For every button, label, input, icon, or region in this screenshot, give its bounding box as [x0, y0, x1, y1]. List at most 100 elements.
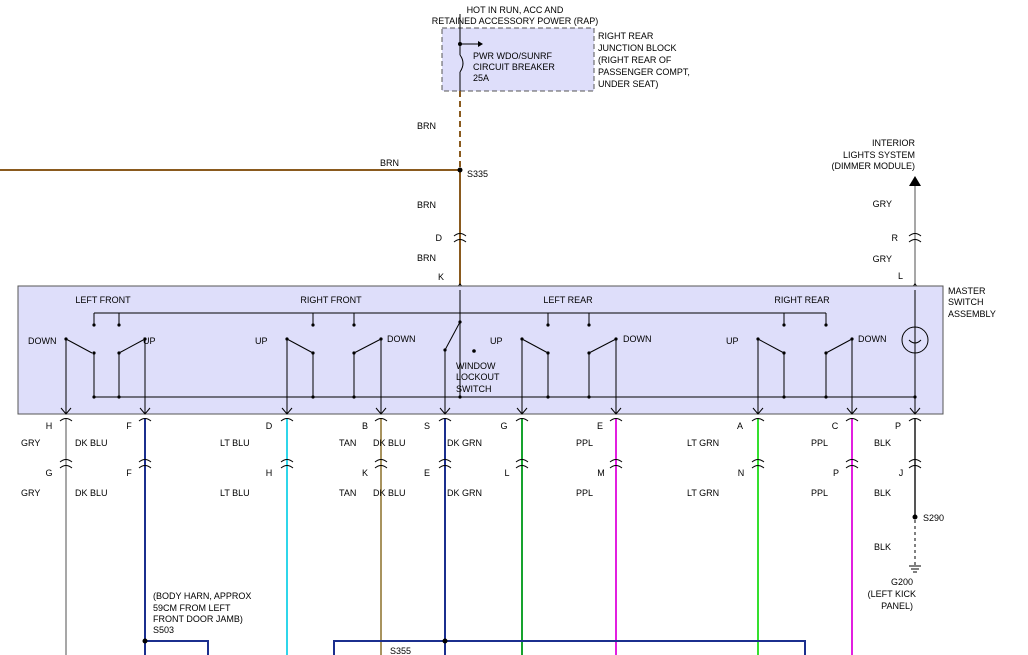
master-switch-box: [17, 285, 944, 415]
lr-up-label: UP: [490, 336, 503, 346]
switch-internal-wiring: [65, 290, 915, 414]
pin-bottom-f: F: [126, 468, 132, 478]
switch-output-lines: [65, 290, 916, 414]
feed-label-2: RETAINED ACCESSORY POWER (RAP): [432, 16, 599, 26]
pin-top-d: D: [266, 421, 273, 431]
pin-top-g: G: [500, 421, 507, 431]
connector-d: [453, 233, 467, 243]
switch-contact-dots: [64, 320, 917, 399]
pin-bottom-k: K: [362, 468, 368, 478]
breaker-label-1: PWR WDO/SUNRF: [473, 51, 552, 61]
dimmer-arrow-icon: [909, 176, 921, 186]
lf-down-label: DOWN: [28, 336, 57, 346]
splice-s290-dot: [912, 514, 918, 520]
master-switch-label-1: MASTER: [948, 286, 986, 296]
illumination-lamp-icon: [901, 326, 929, 354]
pin-bottom-l: L: [504, 468, 509, 478]
ground-label-3: PANEL): [881, 601, 913, 611]
pin-top-b: B: [362, 421, 368, 431]
body-splice-label-1: (BODY HARN, APPROX: [153, 591, 251, 601]
color-bottom-dkgrn: DK GRN: [447, 488, 482, 498]
lockout-label-3: SWITCH: [456, 384, 492, 394]
bottom-wires: [65, 418, 916, 655]
pin-bottom-j: J: [899, 468, 904, 478]
color-bottom-dkblu-2: DK BLU: [373, 488, 406, 498]
color-bottom-ltblu: LT BLU: [220, 488, 250, 498]
splice-s503-dot: [142, 638, 148, 644]
junction-label-4: PASSENGER COMPT,: [598, 67, 690, 77]
color-bottom-gry: GRY: [21, 488, 40, 498]
color-bottom-ltgrn: LT GRN: [687, 488, 719, 498]
color-top-tan: TAN: [339, 438, 356, 448]
junction-block: [441, 27, 595, 92]
section-left-rear: LEFT REAR: [543, 295, 593, 305]
color-top-ppl: PPL: [576, 438, 593, 448]
pin-top-f: F: [126, 421, 132, 431]
feed-label-1: HOT IN RUN, ACC AND: [467, 5, 564, 15]
lockout-label-1: WINDOW: [456, 361, 496, 371]
section-right-rear: RIGHT REAR: [774, 295, 830, 305]
junction-label-3: (RIGHT REAR OF: [598, 55, 672, 65]
color-top-dkblu-2: DK BLU: [373, 438, 406, 448]
lockout-label-2: LOCKOUT: [456, 372, 500, 382]
color-top-dkblu: DK BLU: [75, 438, 108, 448]
color-top-gry: GRY: [21, 438, 40, 448]
lf-up-label: UP: [143, 336, 156, 346]
breaker-label-3: 25A: [473, 73, 489, 83]
body-splice-label-2: 59CM FROM LEFT: [153, 603, 231, 613]
color-top-blk: BLK: [874, 438, 891, 448]
brn-label-upper: BRN: [417, 121, 436, 131]
color-top-ltblu: LT BLU: [220, 438, 250, 448]
pin-bottom-h: H: [266, 468, 273, 478]
master-switch-label-2: SWITCH: [948, 297, 984, 307]
pin-bottom-m: M: [597, 468, 605, 478]
color-bottom-tan: TAN: [339, 488, 356, 498]
body-splice-label-4: S503: [153, 625, 174, 635]
rr-up-label: UP: [726, 336, 739, 346]
junction-label-5: UNDER SEAT): [598, 79, 658, 89]
body-splice-label-3: FRONT DOOR JAMB): [153, 614, 243, 624]
circuit-breaker-symbol: [458, 14, 483, 91]
connector-r-label: R: [892, 233, 899, 243]
color-bottom-ppl: PPL: [576, 488, 593, 498]
pin-bottom-e: E: [424, 468, 430, 478]
ground-label-2: (LEFT KICK: [868, 589, 916, 599]
lr-down-label: DOWN: [623, 334, 652, 344]
color-top-dkgrn: DK GRN: [447, 438, 482, 448]
brn-label-lower: BRN: [417, 253, 436, 263]
pin-bottom-p: P: [833, 468, 839, 478]
pin-top-a: A: [737, 421, 743, 431]
pin-k-label: K: [438, 272, 444, 282]
splice-s355-label: S355: [390, 646, 411, 655]
rf-down-label: DOWN: [387, 334, 416, 344]
pin-bottom-g: G: [45, 468, 52, 478]
dimmer-label-1: INTERIOR: [872, 138, 916, 148]
pin-top-h: H: [46, 421, 53, 431]
master-switch-label-3: ASSEMBLY: [948, 309, 996, 319]
color-bottom-blk: BLK: [874, 488, 891, 498]
gry-label-upper: GRY: [873, 199, 892, 209]
gry-label-lower: GRY: [873, 254, 892, 264]
dimmer-label-2: LIGHTS SYSTEM: [843, 150, 915, 160]
connector-arrows-top: [59, 407, 922, 422]
rf-up-label: UP: [255, 336, 268, 346]
splice-s290-label: S290: [923, 513, 944, 523]
connector-d-label: D: [436, 233, 443, 243]
color-top-ppl-2: PPL: [811, 438, 828, 448]
pin-bottom-n: N: [738, 468, 745, 478]
pin-top-s: S: [424, 421, 430, 431]
pin-l-label: L: [898, 271, 903, 281]
splice-s355-dot: [442, 638, 448, 644]
color-top-ltgrn: LT GRN: [687, 438, 719, 448]
color-bottom-ppl-2: PPL: [811, 488, 828, 498]
inline-connectors: [59, 459, 922, 469]
breaker-label-2: CIRCUIT BREAKER: [473, 62, 555, 72]
color-bottom-dkblu: DK BLU: [75, 488, 108, 498]
dimmer-label-3: (DIMMER MODULE): [832, 161, 916, 171]
brn-label-mid: BRN: [417, 200, 436, 210]
ground-wire-color: BLK: [874, 542, 891, 552]
brn-branch-label: BRN: [380, 158, 399, 168]
connector-r: [908, 233, 922, 243]
pin-top-e: E: [597, 421, 603, 431]
